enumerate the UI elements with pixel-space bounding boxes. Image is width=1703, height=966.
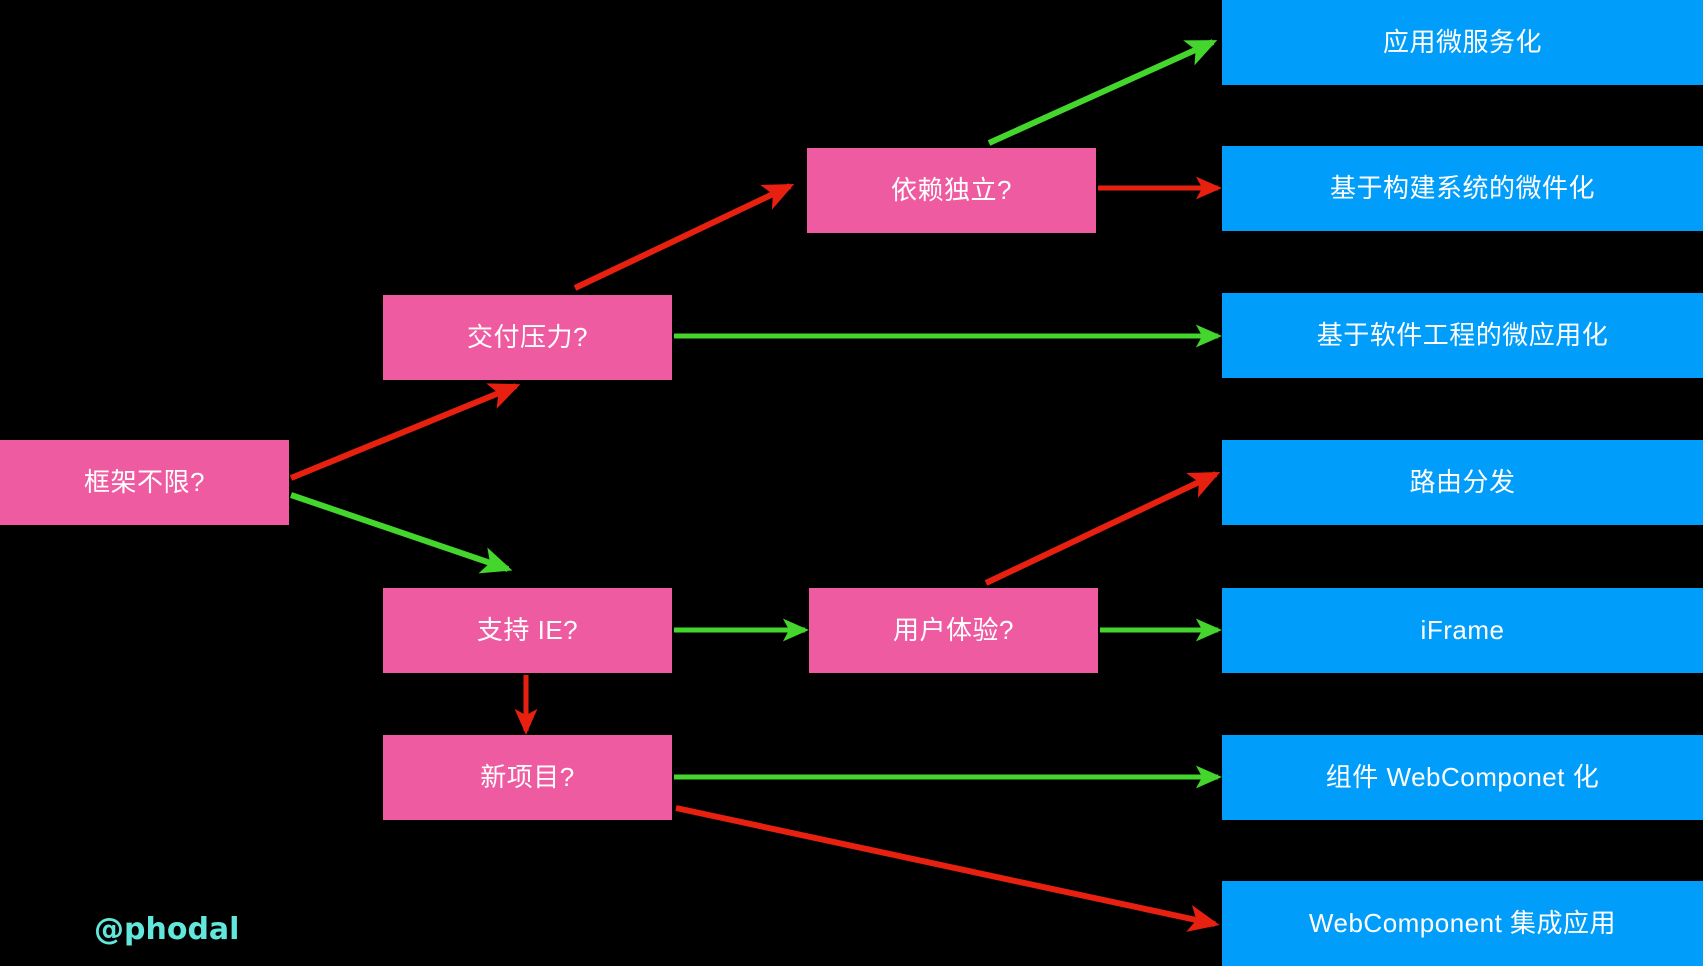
outcome-node-software-engineering-micro-app[interactable]: 基于软件工程的微应用化 [1222,293,1703,378]
edge-framework-to-ie-support [290,492,513,574]
outcome-node-micro-service-label: 应用微服务化 [1382,26,1542,57]
decision-node-dependency-label: 依赖独立? [891,174,1012,205]
outcome-node-software-engineering-micro-app-label: 基于软件工程的微应用化 [1316,319,1609,350]
edge-user-experience-to-route-dispatch [984,471,1221,586]
outcome-node-iframe-label: iFrame [1420,614,1505,645]
decision-node-user-experience-label: 用户体验? [893,614,1014,645]
decision-node-ie-support-label: 支持 IE? [476,614,579,645]
outcome-node-micro-service[interactable]: 应用微服务化 [1222,0,1703,85]
decision-node-delivery[interactable]: 交付压力? [383,295,672,380]
outcome-node-web-component-integration-label: WebComponent 集成应用 [1308,907,1617,938]
decision-node-delivery-label: 交付压力? [467,321,588,352]
outcome-node-web-component-integration[interactable]: WebComponent 集成应用 [1222,881,1703,966]
decision-node-dependency[interactable]: 依赖独立? [807,148,1096,233]
edge-dependency-to-micro-service [987,39,1218,146]
outcome-node-iframe[interactable]: iFrame [1222,588,1703,673]
watermark-phodal: @phodal [94,912,240,947]
decision-node-ie-support[interactable]: 支持 IE? [383,588,672,673]
edge-new-project-to-web-component-integration [675,805,1220,932]
outcome-node-web-componet[interactable]: 组件 WebComponet 化 [1222,735,1703,820]
edge-framework-to-delivery [289,383,521,481]
edge-delivery-to-dependency [573,183,795,291]
decision-node-new-project-label: 新项目? [480,761,575,792]
outcome-node-route-dispatch-label: 路由分发 [1409,466,1516,497]
outcome-node-build-system-micro-widget[interactable]: 基于构建系统的微件化 [1222,146,1703,231]
decision-node-framework-label: 框架不限? [84,466,205,497]
decision-node-new-project[interactable]: 新项目? [383,735,672,820]
outcome-node-build-system-micro-widget-label: 基于构建系统的微件化 [1329,172,1595,203]
outcome-node-route-dispatch[interactable]: 路由分发 [1222,440,1703,525]
outcome-node-web-componet-label: 组件 WebComponet 化 [1325,761,1600,792]
decision-node-framework[interactable]: 框架不限? [0,440,289,525]
decision-node-user-experience[interactable]: 用户体验? [809,588,1098,673]
